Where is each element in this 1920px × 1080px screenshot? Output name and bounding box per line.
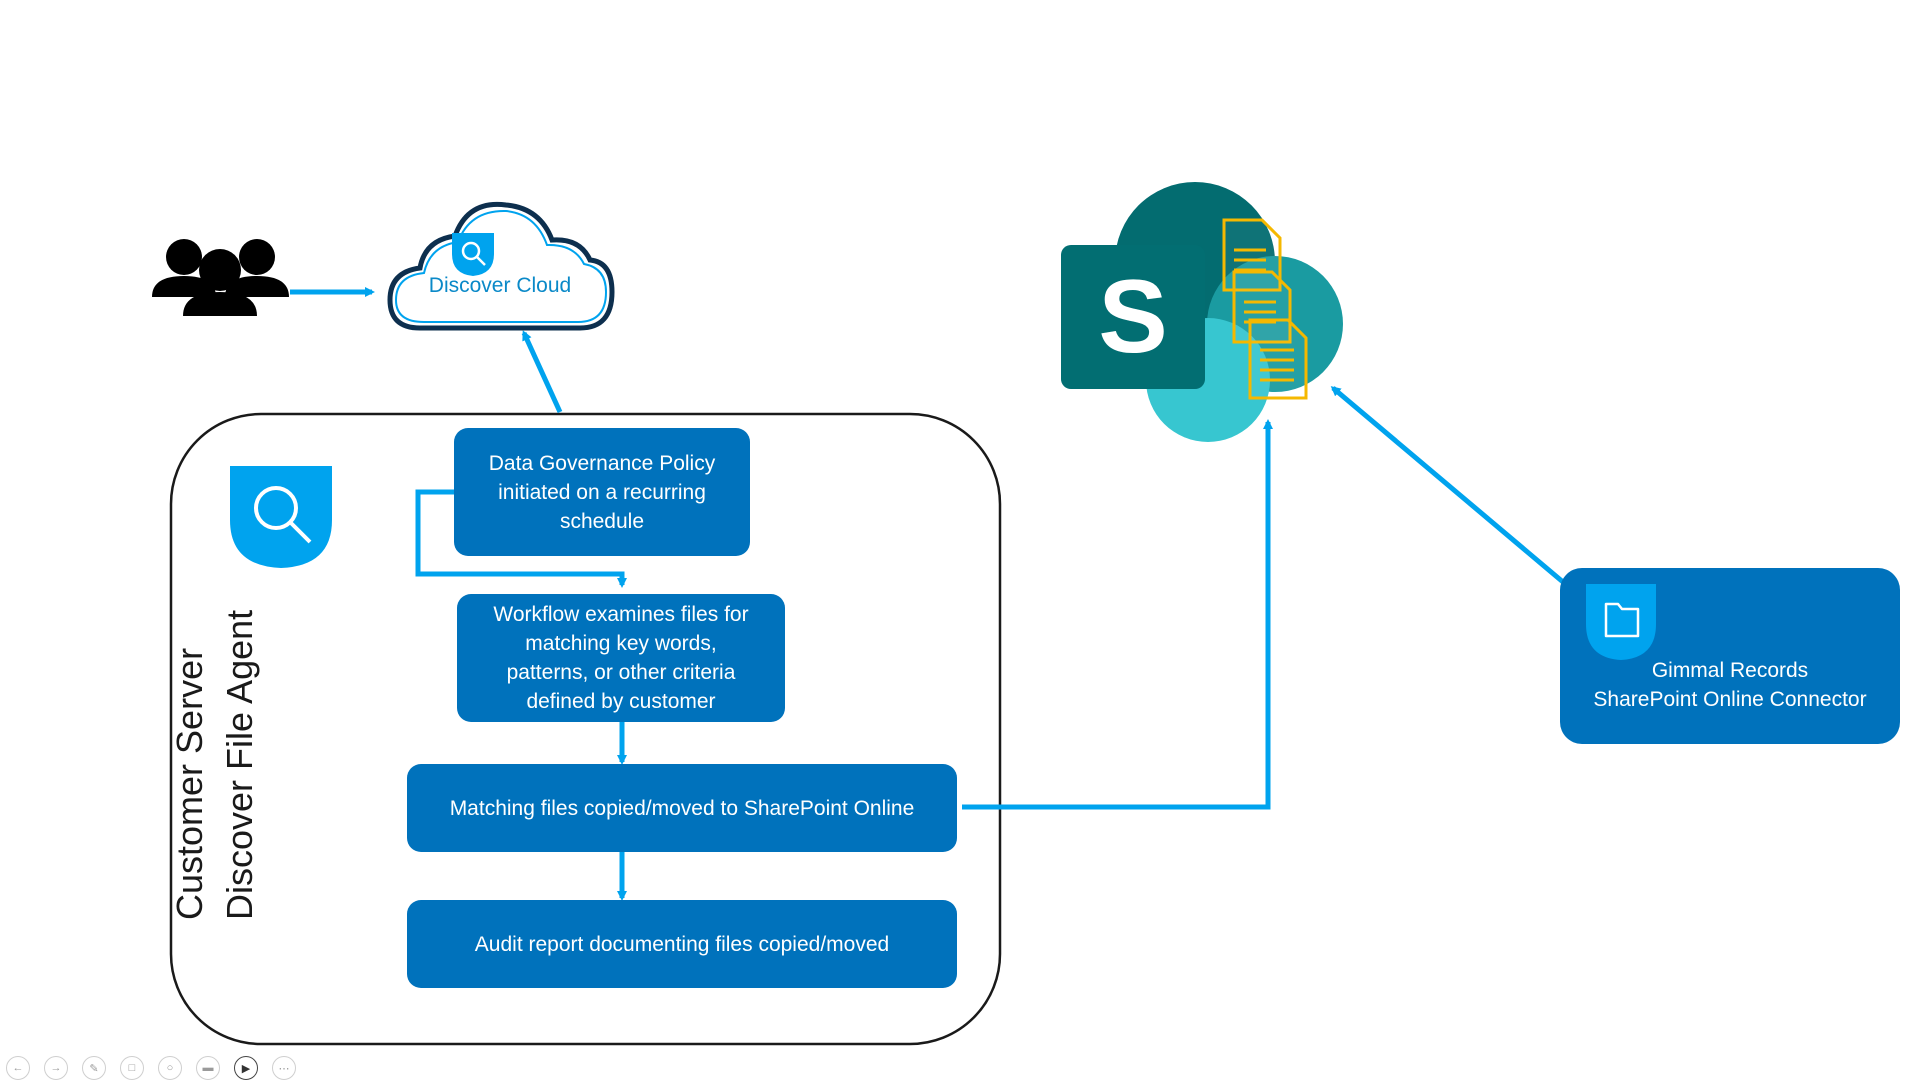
- cloud-shield-search-icon: [452, 233, 494, 276]
- agent-title: Customer Server Discover File Agent: [169, 609, 260, 920]
- agent-container: [169, 412, 1002, 1046]
- arrow-connector-to-sharepoint: [1330, 386, 1565, 584]
- gimmal-connector-box: Gimmal Records SharePoint Online Connect…: [1560, 568, 1900, 744]
- arrow-step3-to-sharepoint: [962, 419, 1273, 810]
- agent-shield-search-icon: [230, 466, 332, 568]
- step-audit-text: Audit report documenting files copied/mo…: [474, 932, 890, 956]
- camera-icon[interactable]: ▶: [234, 1056, 258, 1080]
- step-workflow-box: Workflow examines files for matching key…: [457, 594, 785, 722]
- back-icon[interactable]: ←: [6, 1056, 30, 1080]
- more-icon[interactable]: ⋯: [272, 1056, 296, 1080]
- step-workflow-text: Workflow examines files for matching key…: [493, 603, 749, 713]
- slideshow-toolbar: ← → ✎ □ ○ ▬ ▶ ⋯: [0, 1052, 320, 1080]
- sharepoint-letter: S: [1098, 259, 1168, 375]
- step-audit-box: Audit report documenting files copied/mo…: [407, 900, 957, 988]
- step-copy-text: Matching files copied/moved to SharePoin…: [449, 796, 915, 820]
- pen-icon[interactable]: ✎: [82, 1056, 106, 1080]
- folder-shield-icon: [1586, 584, 1656, 660]
- step-policy-box: Data Governance Policy initiated on a re…: [454, 428, 750, 556]
- discover-cloud-label: Discover Cloud: [428, 274, 572, 297]
- arrow-agent-to-cloud: [521, 330, 563, 414]
- forward-icon[interactable]: →: [44, 1056, 68, 1080]
- zoom-icon[interactable]: ○: [158, 1056, 182, 1080]
- gimmal-connector-label: Gimmal Records SharePoint Online Connect…: [1593, 659, 1867, 711]
- subtitles-icon[interactable]: ▬: [196, 1056, 220, 1080]
- users-group-icon: [152, 239, 289, 316]
- arrow-step1-to-step2: [415, 489, 627, 588]
- documents-stack-icon: [1222, 218, 1308, 400]
- slides-icon[interactable]: □: [120, 1056, 144, 1080]
- step-policy-text: Data Governance Policy initiated on a re…: [488, 451, 716, 533]
- step-copy-box: Matching files copied/moved to SharePoin…: [407, 764, 957, 852]
- discover-cloud-shape: [387, 201, 615, 331]
